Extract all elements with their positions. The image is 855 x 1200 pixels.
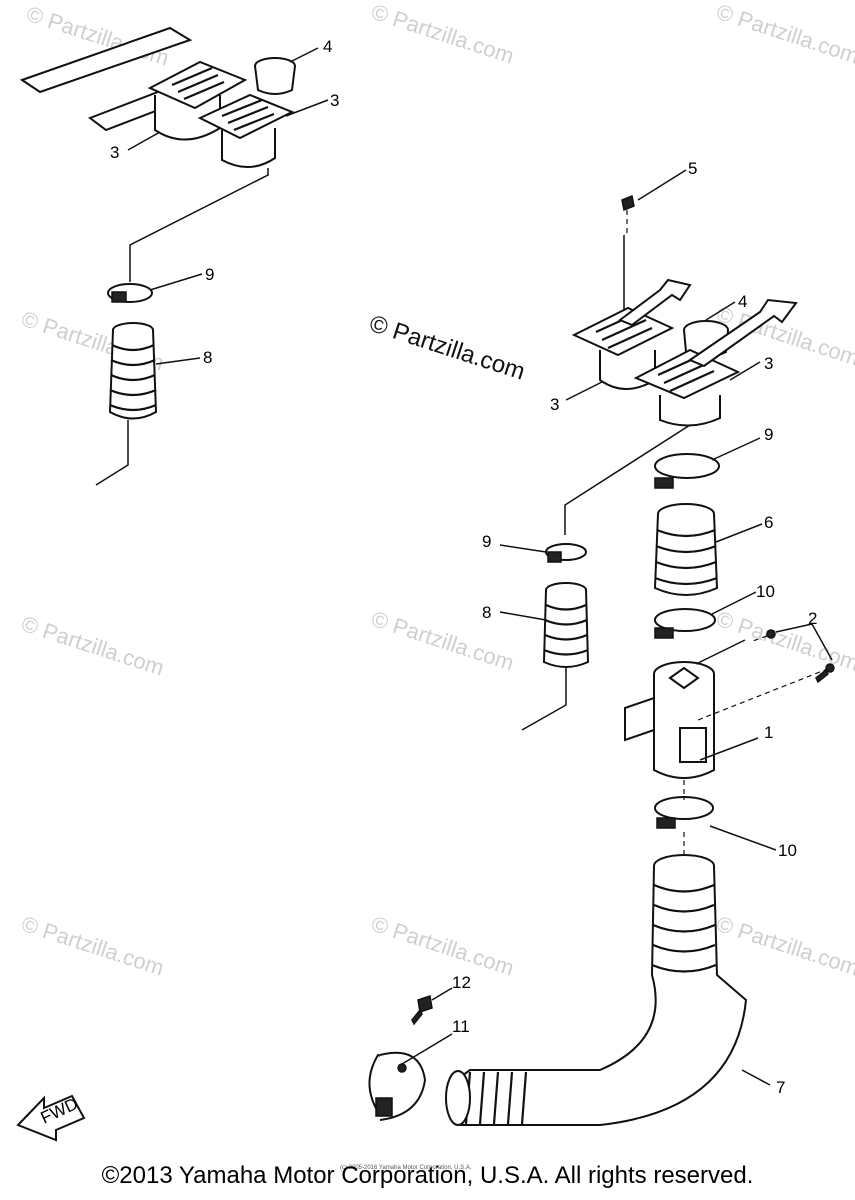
watermark: © Partzilla.com: [368, 606, 517, 676]
callout-4: 4: [738, 292, 747, 311]
callout-11: 11: [452, 1017, 470, 1036]
callout-10: 10: [756, 582, 775, 601]
callout-10: 10: [778, 841, 797, 860]
hose-clamp-9-large: [654, 453, 720, 489]
fwd-arrow-icon: FWD: [16, 1094, 86, 1142]
callout-7: 7: [776, 1078, 785, 1097]
hose-7: [445, 832, 771, 1126]
callout-3: 3: [550, 395, 559, 414]
callout-3: 3: [764, 354, 773, 373]
upper-right-scupper-assembly: [564, 194, 798, 535]
callout-6: 6: [764, 513, 773, 532]
hose-6: [653, 503, 719, 596]
callout-9: 9: [205, 265, 214, 284]
callout-8: 8: [203, 348, 212, 367]
hose-8-upper: [95, 322, 158, 486]
callout-9: 9: [764, 425, 773, 444]
callout-3: 3: [330, 91, 339, 110]
copyright-notice: ©2013 Yamaha Motor Corporation, U.S.A. A…: [101, 1162, 754, 1189]
watermark: © Partzilla.com: [368, 0, 517, 69]
hose-clamp-10-lower: [654, 780, 714, 829]
screws-2: [749, 623, 835, 684]
callout-9: 9: [482, 532, 491, 551]
hose-clamp-9-upper: [107, 283, 153, 303]
callout-12: 12: [452, 973, 471, 992]
watermark: © Partzilla.com: [18, 611, 167, 681]
hose-clamp-9-lower: [545, 543, 587, 563]
watermark: © Partzilla.com: [713, 911, 855, 981]
callout-8: 8: [482, 603, 491, 622]
fineprint: (c) 2005-2016 Yamaha Motor Corporation, …: [340, 1165, 472, 1171]
watermark-main: © Partzilla.com: [366, 310, 528, 386]
upper-left-scupper-assembly: [19, 26, 296, 282]
leader-lines: [127, 47, 777, 851]
hose-clamp-10-upper: [654, 608, 716, 639]
callout-labels: 4 3 3 5 9 8 4 3 3 9 6 9 10 8 2 1 10 12 1…: [110, 37, 817, 1097]
callout-1: 1: [764, 723, 773, 742]
bracket-11: [368, 1033, 453, 1121]
watermark: © Partzilla.com: [368, 911, 517, 981]
valve-body-1: [624, 639, 831, 779]
hose-8-lower: [521, 582, 590, 731]
callout-3: 3: [110, 143, 119, 162]
watermark: © Partzilla.com: [18, 911, 167, 981]
callout-4: 4: [323, 37, 332, 56]
bolt-12: [411, 987, 453, 1026]
callout-5: 5: [688, 159, 697, 178]
callout-2: 2: [808, 609, 817, 628]
watermark: © Partzilla.com: [713, 0, 855, 69]
